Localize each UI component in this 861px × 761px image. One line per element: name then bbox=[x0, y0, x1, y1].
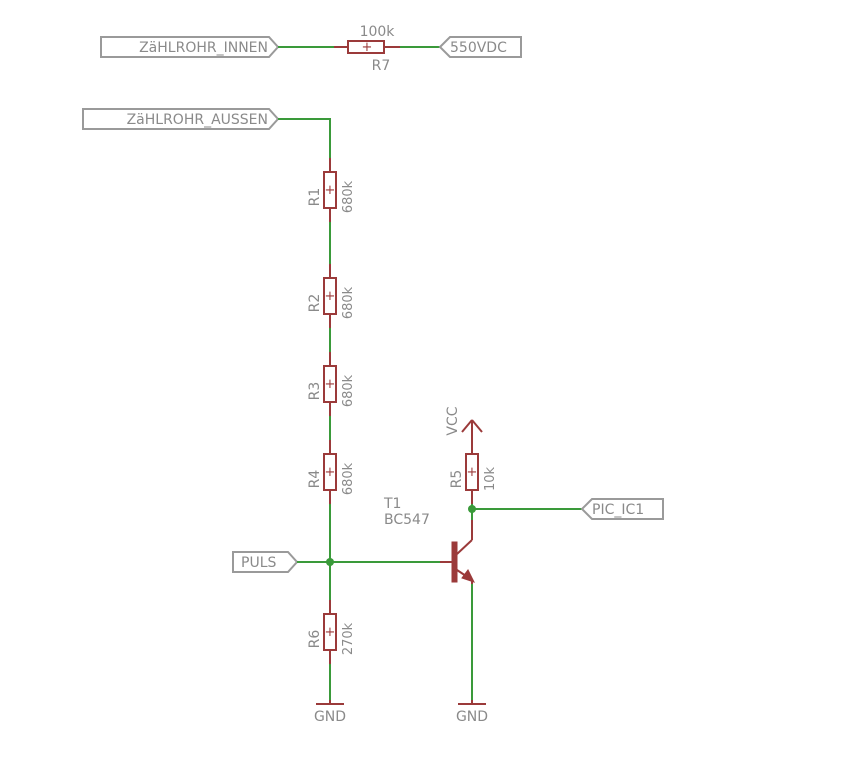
port-zaehlrohr-aussen-label: ZäHLROHR_AUSSEN bbox=[127, 112, 268, 128]
resistor-r5-name: R5 bbox=[449, 470, 465, 489]
resistor-r5-value: 10k bbox=[483, 466, 498, 491]
resistor-r4[interactable]: + bbox=[323, 440, 337, 504]
port-zaehlrohr-innen[interactable]: ZäHLROHR_INNEN bbox=[100, 36, 280, 58]
transistor-t1-name: T1 bbox=[383, 496, 401, 512]
port-550vdc[interactable]: 550VDC bbox=[438, 36, 522, 58]
svg-text:+: + bbox=[362, 40, 373, 55]
vcc-label: VCC bbox=[445, 406, 461, 435]
port-puls[interactable]: PULS bbox=[232, 551, 299, 573]
svg-text:+: + bbox=[467, 465, 478, 480]
resistor-r7-value: 100k bbox=[360, 24, 396, 40]
resistor-r2-value: 680k bbox=[341, 286, 356, 319]
resistor-r4-name: R4 bbox=[307, 470, 323, 489]
wire-aussen-r1 bbox=[278, 118, 331, 158]
transistor-t1-type: BC547 bbox=[384, 512, 430, 528]
resistor-r2[interactable]: + bbox=[323, 264, 337, 328]
junction-base-node bbox=[326, 558, 334, 566]
resistor-r7[interactable]: + bbox=[334, 40, 400, 55]
gnd-left-label: GND bbox=[314, 709, 346, 725]
resistor-r1[interactable]: + bbox=[323, 158, 337, 222]
gnd-symbol-left bbox=[316, 700, 344, 705]
junction-collector bbox=[468, 505, 476, 513]
svg-text:+: + bbox=[325, 377, 336, 392]
resistor-r1-name: R1 bbox=[307, 188, 323, 207]
port-pic-ic1-label: PIC_IC1 bbox=[592, 502, 644, 518]
resistor-r7-name: R7 bbox=[372, 58, 391, 74]
resistor-r2-name: R2 bbox=[307, 294, 323, 313]
resistor-r3-name: R3 bbox=[307, 382, 323, 401]
resistor-r1-value: 680k bbox=[341, 180, 356, 213]
resistor-r6-name: R6 bbox=[307, 630, 323, 649]
vcc-symbol bbox=[461, 419, 483, 440]
resistor-r6-value: 270k bbox=[341, 622, 356, 655]
svg-text:+: + bbox=[325, 625, 336, 640]
port-zaehlrohr-innen-label: ZäHLROHR_INNEN bbox=[139, 40, 268, 56]
resistor-r4-value: 680k bbox=[341, 462, 356, 495]
port-zaehlrohr-aussen[interactable]: ZäHLROHR_AUSSEN bbox=[82, 108, 280, 130]
gnd-symbol-right bbox=[458, 700, 486, 705]
resistor-r6[interactable]: + bbox=[323, 600, 337, 664]
transistor-t1[interactable] bbox=[440, 520, 475, 584]
port-pic-ic1[interactable]: PIC_IC1 bbox=[580, 498, 664, 520]
resistor-r3[interactable]: + bbox=[323, 352, 337, 416]
svg-text:+: + bbox=[325, 183, 336, 198]
svg-text:+: + bbox=[325, 289, 336, 304]
svg-text:+: + bbox=[325, 465, 336, 480]
resistor-r3-value: 680k bbox=[341, 374, 356, 407]
port-550vdc-label: 550VDC bbox=[450, 40, 507, 56]
gnd-right-label: GND bbox=[456, 709, 488, 725]
resistor-r5[interactable]: + bbox=[465, 440, 479, 504]
port-puls-label: PULS bbox=[241, 555, 276, 571]
